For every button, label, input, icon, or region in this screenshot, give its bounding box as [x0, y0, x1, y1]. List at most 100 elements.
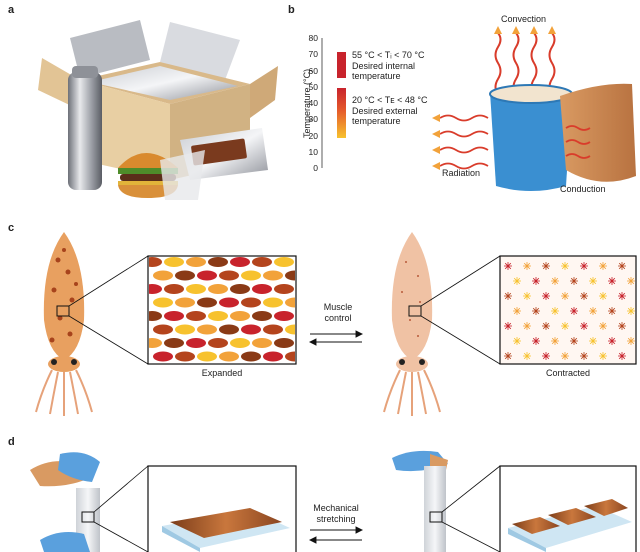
zoom-line-c-left-bottom [68, 315, 149, 365]
chromatophore-expanded [175, 324, 195, 335]
chromatophore-expanded [186, 338, 206, 348]
chromatophore-expanded [252, 284, 272, 294]
chromatophore-contracted [599, 352, 607, 360]
chromatophore-expanded [263, 297, 283, 308]
panel-c-left-squid [35, 232, 149, 416]
chromatophore-contracted [504, 292, 512, 300]
chromatophore-contracted [513, 307, 521, 315]
chromatophore-contracted [513, 337, 521, 345]
radiation-arrowheads [432, 114, 440, 170]
squid-left-eye [51, 359, 57, 365]
chromatophore-contracted [504, 262, 512, 270]
squid-right-tentacles [383, 369, 441, 416]
panel-c-switch-arrows [308, 330, 364, 346]
chromatophore-expanded [149, 338, 162, 348]
chromatophore-contracted [523, 352, 531, 360]
squid-right-eye [399, 359, 405, 365]
mechanical-label-2: stretching [316, 514, 356, 524]
chromatophore-contracted [523, 292, 531, 300]
scale-tick-label: 50 [308, 81, 318, 92]
panel-d-left-device [30, 452, 149, 552]
chromatophore-expanded [274, 284, 294, 294]
chromatophore-contracted [618, 352, 626, 360]
glove-left-bottom [40, 532, 90, 552]
scale-tick-label: 30 [308, 114, 318, 125]
metal-film-continuous [170, 508, 282, 538]
panel-d-switch-arrows [308, 526, 364, 544]
chromatophore-expanded [164, 284, 184, 294]
scale-tick-label: 20 [308, 130, 318, 141]
scale-tick-label: 40 [308, 98, 318, 108]
internal-desc-2: temperature [352, 71, 401, 81]
substrate-top-right [508, 506, 632, 548]
scale-tick-label: 0 [313, 163, 318, 173]
chromatophore-expanded [263, 324, 283, 335]
glove-left-top [58, 452, 100, 482]
chromatophore-expanded [219, 324, 239, 335]
chromatophore-expanded [149, 257, 162, 267]
box-foil-lining [90, 66, 238, 100]
chromatophore-expanded [219, 297, 239, 308]
chromatophore-contracted [589, 277, 597, 285]
chromatophore-contracted [561, 352, 569, 360]
chromatophore-expanded [164, 311, 184, 321]
muscle-label-2: control [324, 313, 352, 323]
convection-label: Convection [501, 14, 547, 24]
chromatophore-contracted [608, 277, 616, 285]
chromatophore-expanded [197, 324, 217, 335]
chromatophore-expanded [230, 338, 250, 348]
chromatophore-expanded [274, 257, 294, 267]
burger-cheese [118, 181, 178, 185]
chromatophore-expanded [263, 270, 283, 281]
zoom-line-d-right-bottom [441, 521, 501, 552]
squid-right-zoom-box [408, 305, 422, 317]
chromatophore-contracted [608, 307, 616, 315]
chromatophore-expanded [149, 311, 162, 321]
chromatophore-expanded [241, 351, 261, 362]
panel-letter-a: a [8, 4, 15, 16]
convection-arrows [494, 32, 556, 96]
chromatophore-contracted [627, 277, 635, 285]
chromatophore-expanded [164, 338, 184, 348]
squid-right-spots [401, 261, 421, 337]
burger-wrap [160, 150, 205, 200]
convection-arrowheads [494, 26, 556, 34]
chromatophore-contracted [551, 307, 559, 315]
chromatophore-expanded [252, 338, 272, 348]
panel-b-mug [432, 26, 636, 191]
chromatophore-expanded [197, 270, 217, 281]
external-desc-2: temperature [352, 116, 401, 126]
chromatophore-contracted [561, 322, 569, 330]
chromatophore-contracted [580, 322, 588, 330]
panel-b-scale [321, 38, 346, 168]
squid-left-tentacles [35, 369, 93, 416]
panel-c-expanded-inset [147, 255, 297, 365]
chromatophore-expanded [230, 284, 250, 294]
chromatophore-expanded [153, 270, 173, 281]
chromatophore-contracted [532, 337, 540, 345]
burger-lettuce [118, 168, 178, 174]
panel-letter-b: b [288, 4, 295, 16]
chromatophore-expanded [153, 351, 173, 362]
chromatophore-contracted [618, 322, 626, 330]
chromatophore-contracted [542, 292, 550, 300]
panel-c-contracted-inset [499, 255, 637, 365]
squid-right-mantle [391, 232, 433, 360]
chromatophore-expanded [263, 351, 283, 362]
scale-tick-label: 80 [308, 33, 318, 43]
mechanical-label-1: Mechanical [313, 503, 359, 513]
chromatophore-contracted [542, 262, 550, 270]
chromatophore-expanded [219, 351, 239, 362]
chromatophore-expanded [175, 270, 195, 281]
chromatophore-contracted [532, 307, 540, 315]
zoom-line-c-right-bottom [420, 315, 501, 365]
film-right-zoom-box [429, 511, 443, 523]
scale-tick-label: 60 [308, 65, 318, 76]
external-temp-bar [337, 88, 346, 138]
internal-range-label: 55 °C < Tᵢ < 70 °C [352, 50, 425, 60]
panel-letter-d: d [8, 436, 15, 448]
mug-coffee-surface [489, 84, 573, 104]
chromatophore-expanded [241, 297, 261, 308]
chromatophore-expanded [186, 284, 206, 294]
squid-left-mantle [43, 232, 85, 360]
